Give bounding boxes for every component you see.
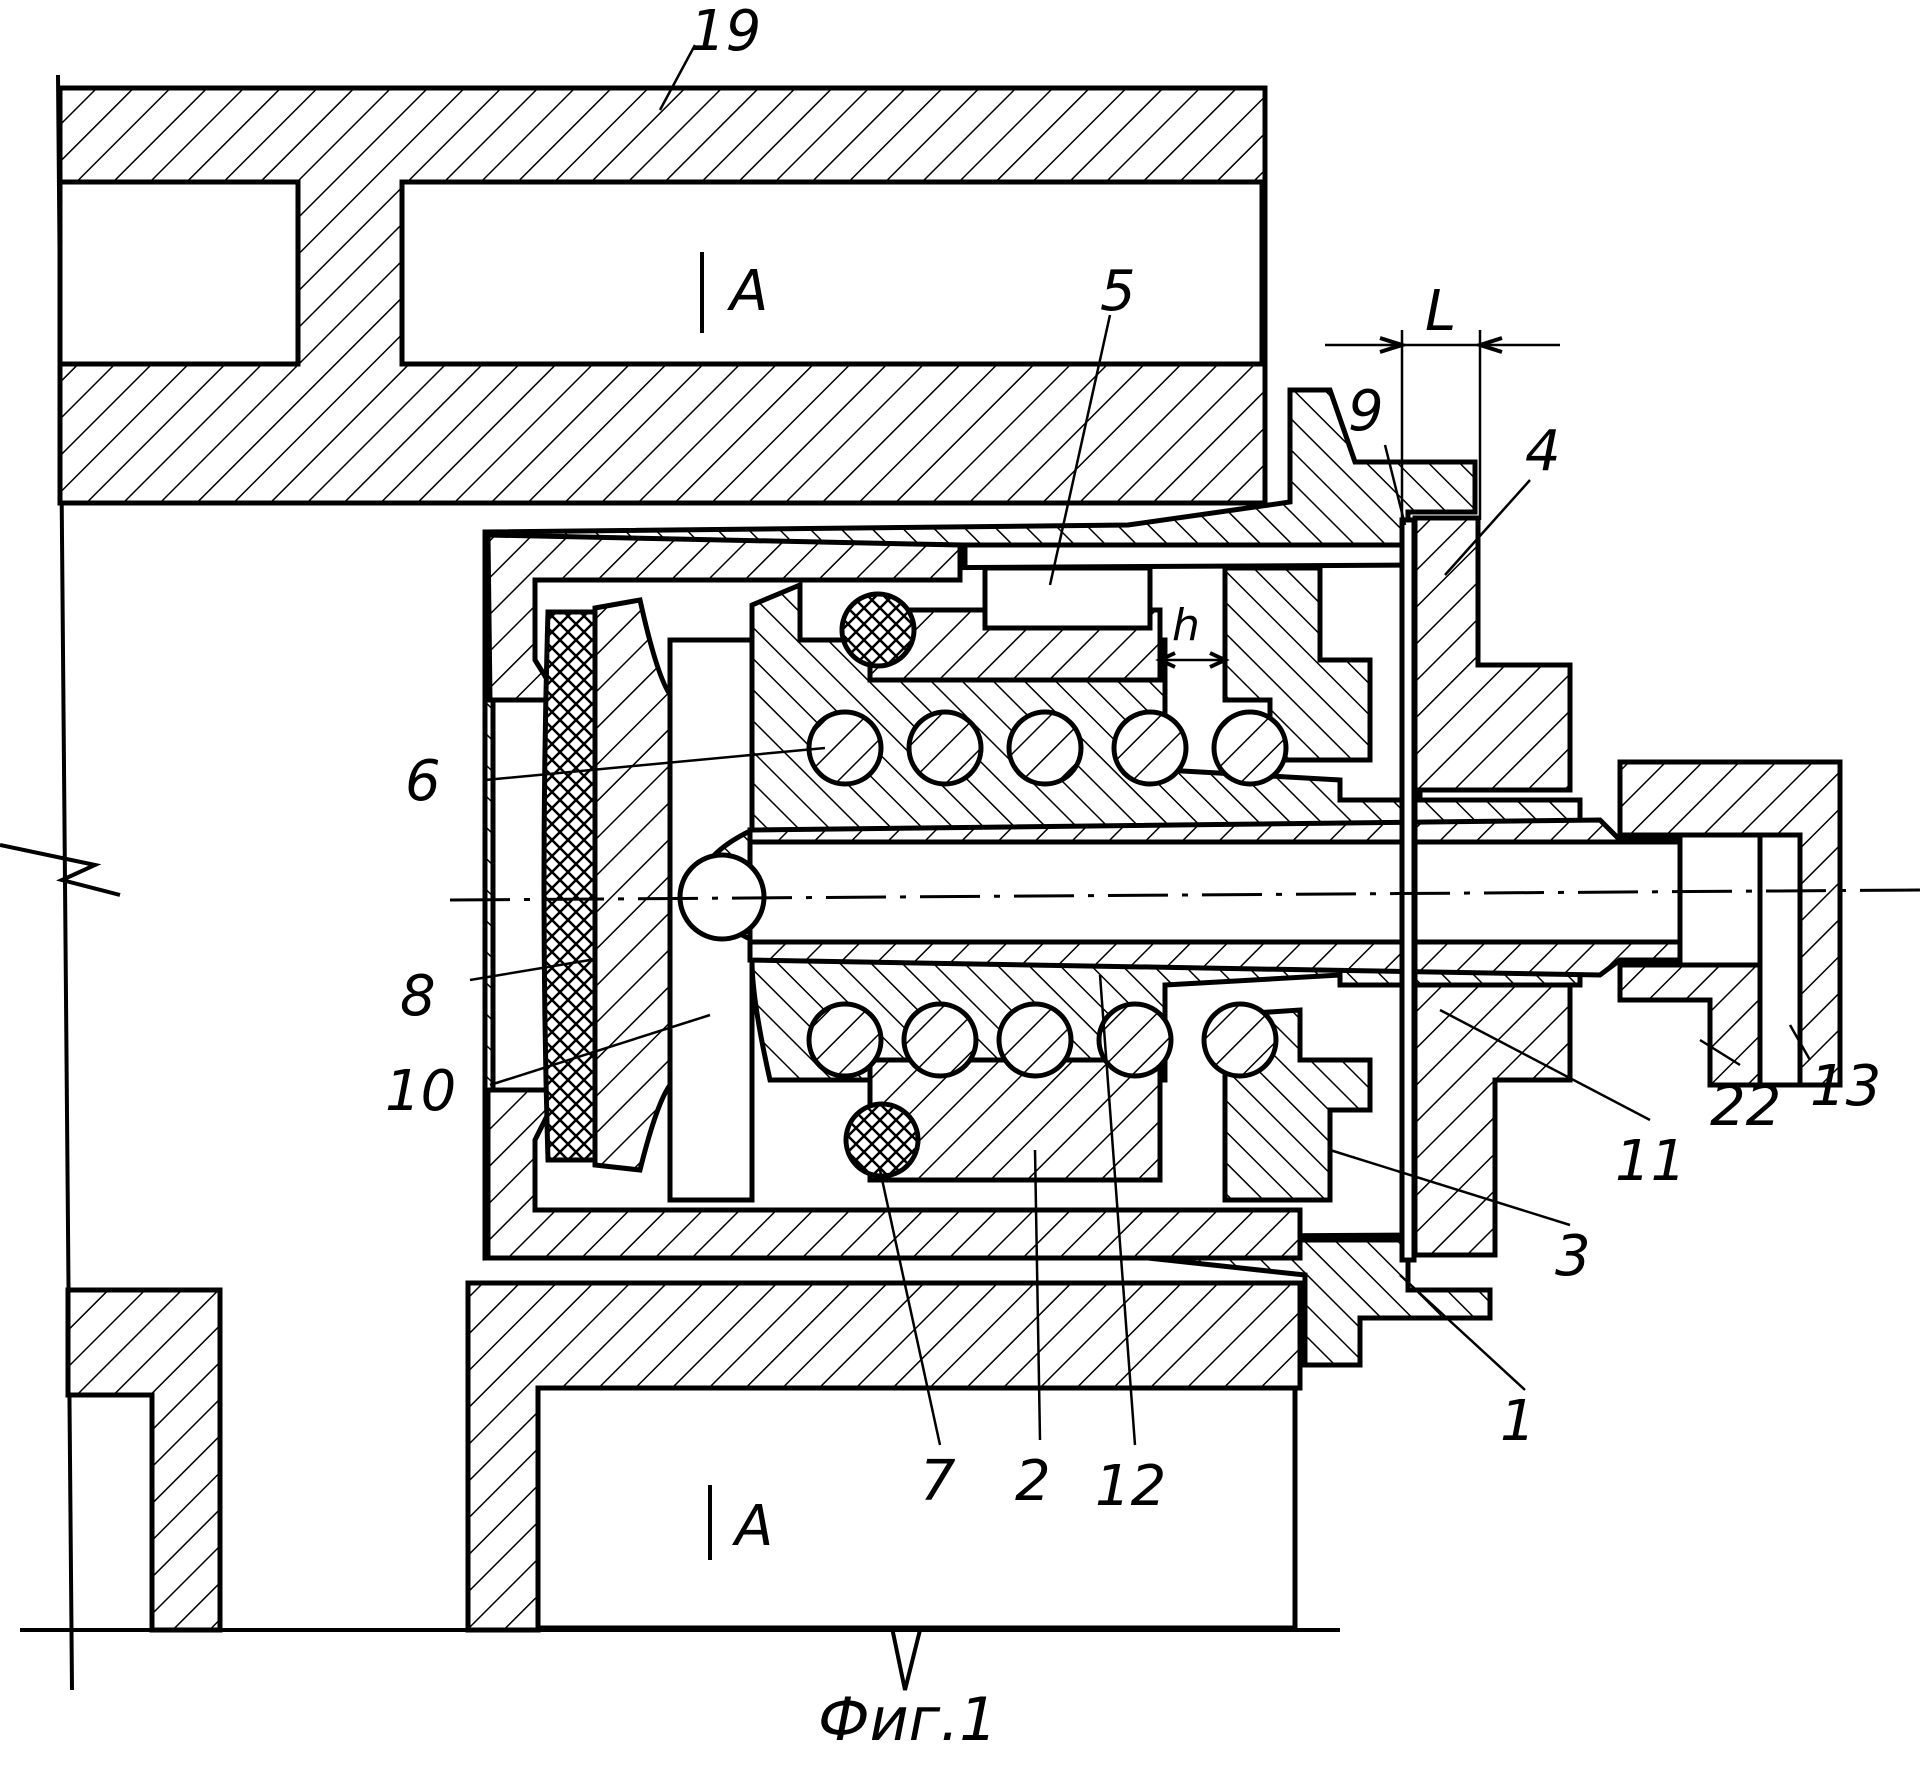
seal-part-7-bottom bbox=[846, 1104, 918, 1176]
callout-11: 11 bbox=[1615, 1129, 1686, 1194]
pin-part-5 bbox=[985, 568, 1150, 628]
callout-1: 1 bbox=[1500, 1389, 1536, 1454]
callout-10: 10 bbox=[385, 1059, 456, 1124]
section-mark-top: A bbox=[727, 259, 768, 324]
seal-part-7-top bbox=[842, 594, 914, 666]
lower-housing bbox=[468, 1283, 1300, 1630]
callout-9: 9 bbox=[1348, 379, 1384, 444]
left-break-mark bbox=[0, 845, 120, 895]
figure-caption: Фиг.1 bbox=[818, 1685, 997, 1755]
callout-6: 6 bbox=[405, 749, 441, 814]
svg-text:L: L bbox=[1425, 279, 1456, 344]
callout-19: 19 bbox=[690, 0, 761, 64]
callout-7: 7 bbox=[920, 1449, 956, 1514]
lower-left-bracket bbox=[68, 1290, 220, 1630]
callout-5: 5 bbox=[1100, 259, 1136, 324]
callout-2: 2 bbox=[1015, 1449, 1051, 1514]
callout-12: 12 bbox=[1095, 1454, 1166, 1519]
callout-3: 3 bbox=[1555, 1224, 1591, 1289]
callout-8: 8 bbox=[400, 964, 436, 1029]
callout-13: 13 bbox=[1810, 1054, 1881, 1119]
svg-text:h: h bbox=[1172, 600, 1200, 651]
callout-4: 4 bbox=[1525, 419, 1561, 484]
callout-22: 22 bbox=[1710, 1074, 1781, 1139]
section-mark-bottom: A bbox=[732, 1494, 773, 1559]
gap-part-9 bbox=[1402, 520, 1414, 1260]
housing-part-19 bbox=[60, 88, 1265, 503]
diaphragm-part-8 bbox=[544, 612, 595, 1160]
